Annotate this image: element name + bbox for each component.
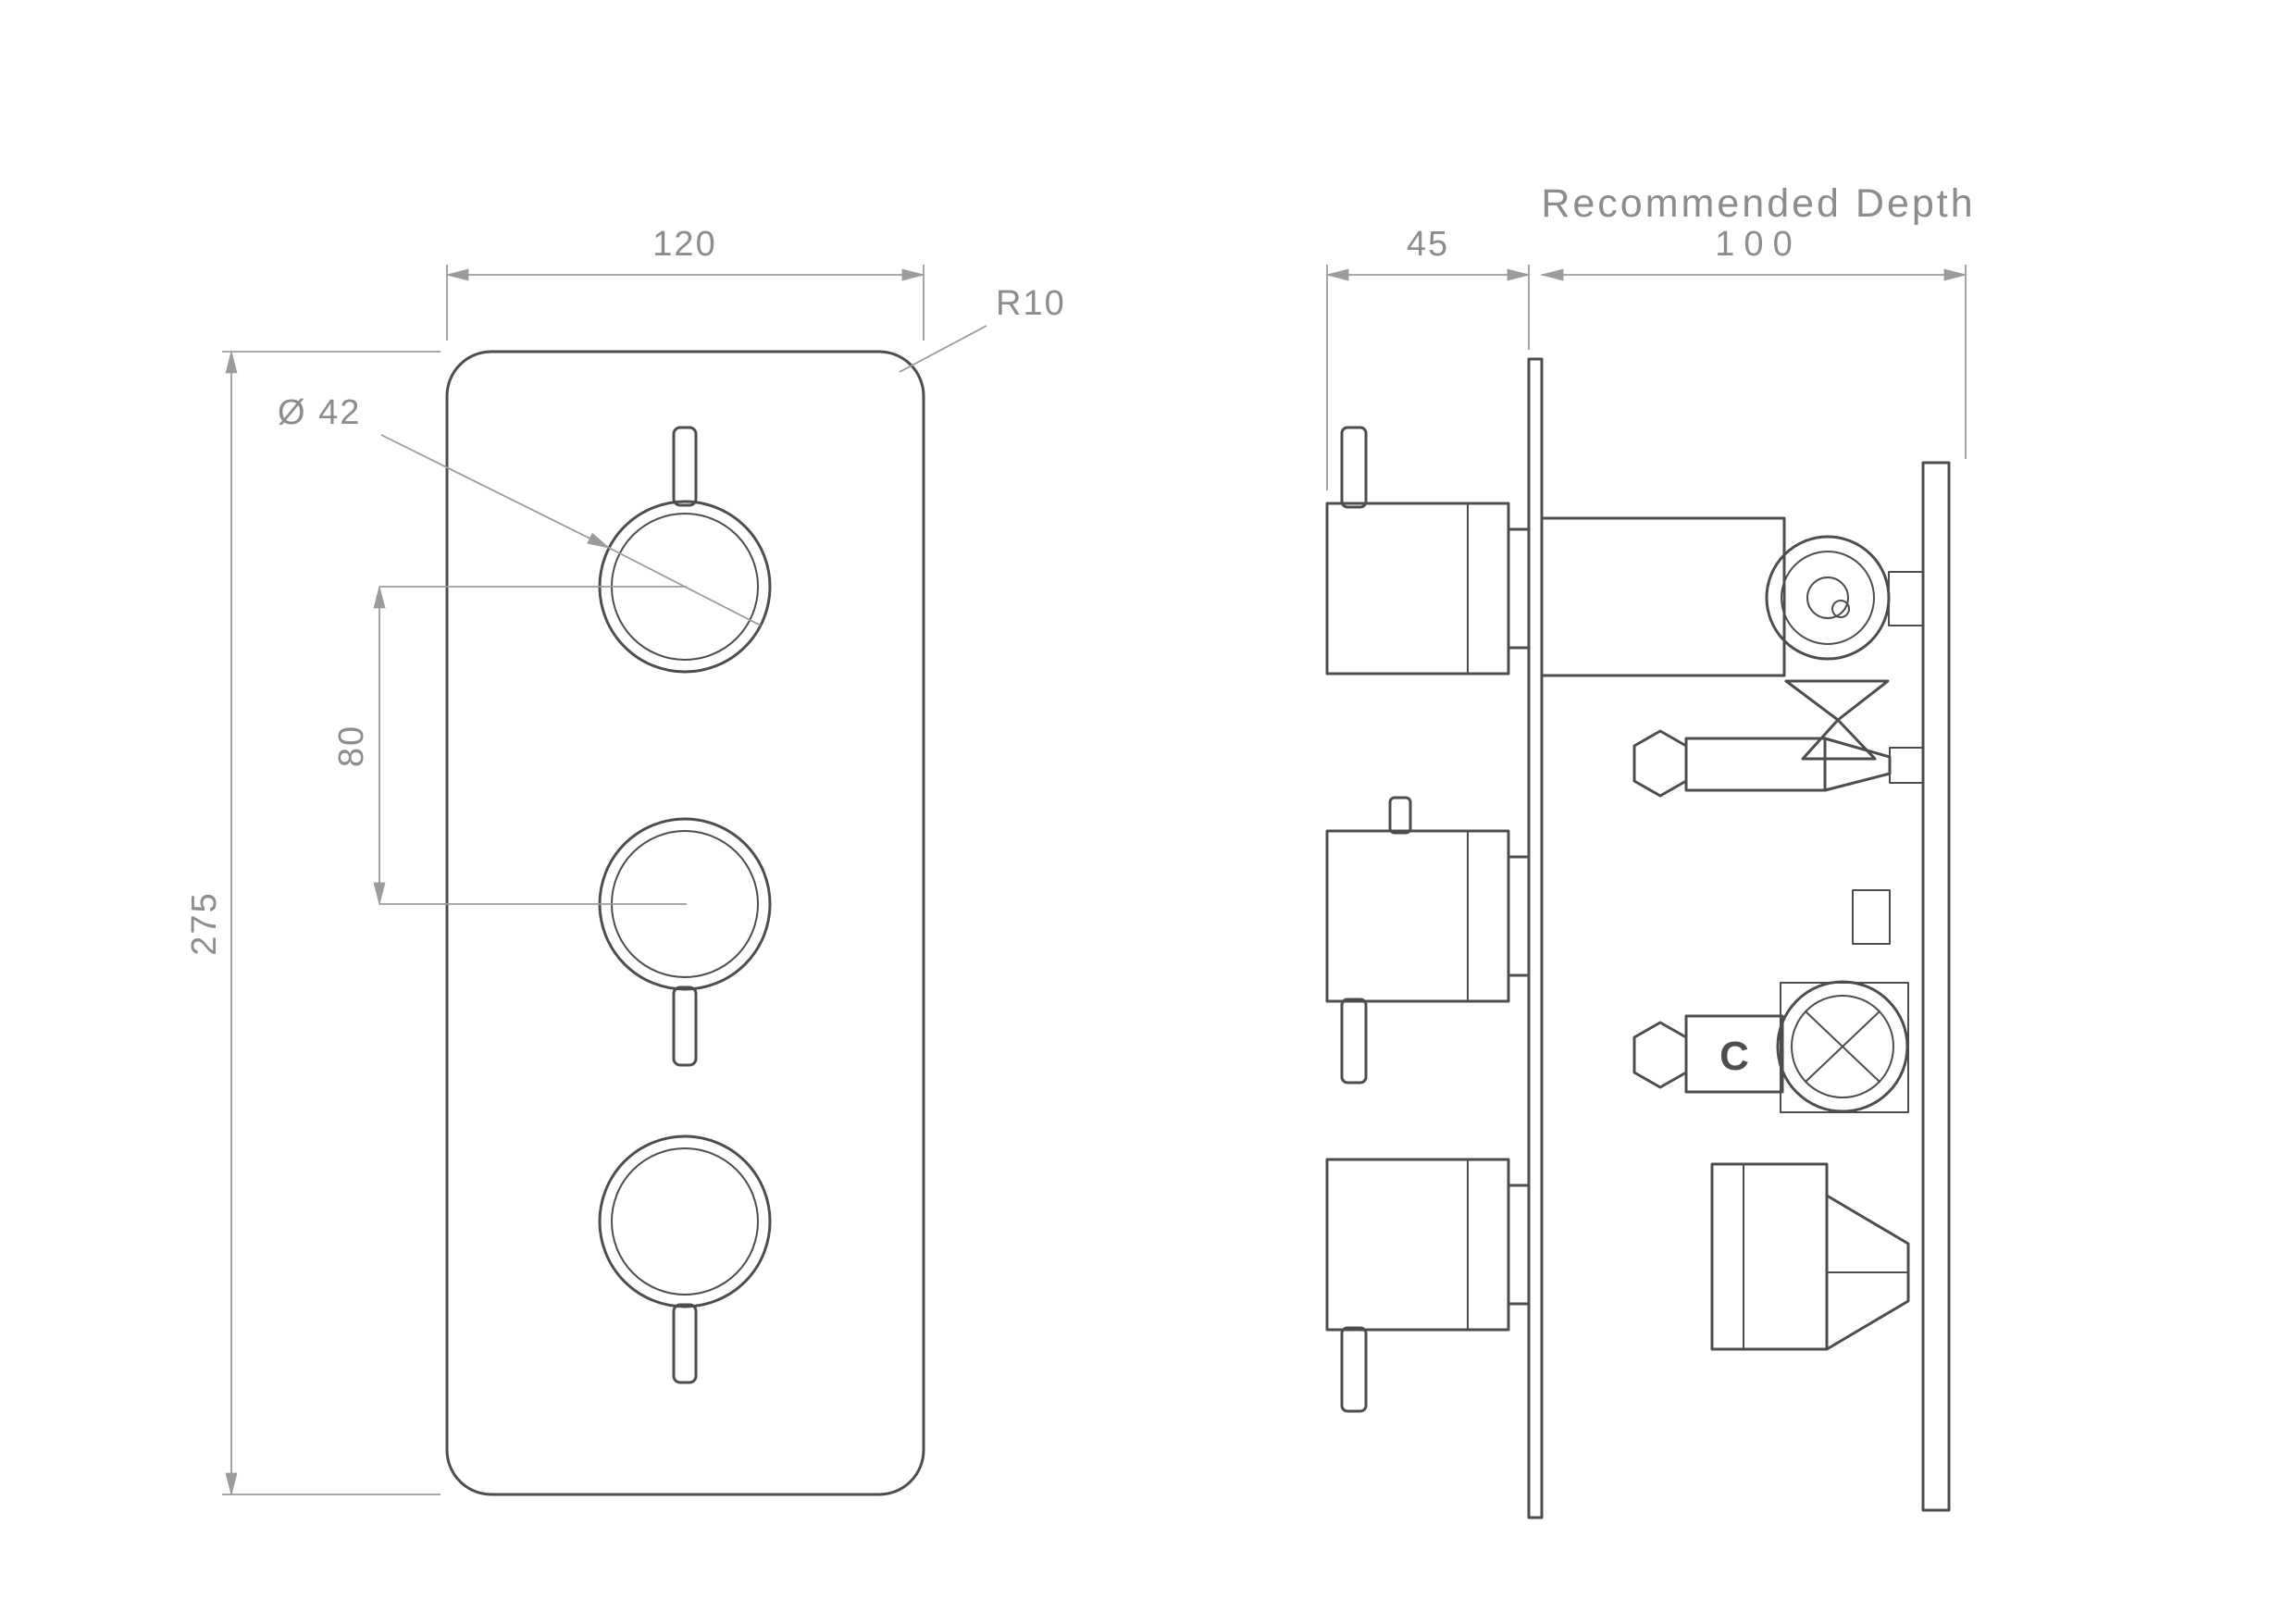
knob-bottom-handle bbox=[672, 1303, 698, 1384]
top-port-mid bbox=[1781, 551, 1875, 645]
dimension-recommended-depth: Recommended Depth 100 bbox=[1540, 181, 1975, 459]
bottom-outlet-funnel bbox=[1825, 1194, 1910, 1351]
cartridge-middle-stub bbox=[1388, 796, 1412, 835]
cartridge-top-pin bbox=[1340, 426, 1368, 509]
top-port-inner bbox=[1806, 576, 1849, 619]
radius-leader-line bbox=[899, 325, 987, 373]
top-port-stub bbox=[1888, 571, 1924, 626]
dimension-width: 120 bbox=[445, 225, 925, 341]
knob-bottom bbox=[598, 1134, 772, 1384]
diameter-leader-line bbox=[380, 434, 611, 549]
mid-body-upper bbox=[1684, 737, 1827, 792]
knob-bottom-inner-ring bbox=[611, 1147, 759, 1295]
diverter-outer-ring bbox=[1776, 980, 1909, 1113]
cartridge-bottom-neck bbox=[1507, 1184, 1531, 1306]
top-funnel-upper bbox=[1784, 679, 1890, 722]
diameter-label: Ø 42 bbox=[278, 393, 361, 432]
cartridge-middle-neck bbox=[1507, 855, 1531, 977]
radius-label: R10 bbox=[996, 284, 1066, 323]
cartridge-middle-body bbox=[1325, 829, 1510, 1003]
side-port-stub bbox=[1852, 889, 1891, 945]
mid-body-lower bbox=[1684, 1014, 1784, 1094]
height-dim-label: 275 bbox=[185, 891, 224, 955]
side-view: C 45 Recommended Depth 100 bbox=[1325, 181, 1975, 1519]
mid-outlet-stub bbox=[1889, 747, 1924, 784]
top-housing bbox=[1540, 516, 1786, 677]
cartridge-top-neck bbox=[1507, 527, 1531, 650]
depth-dim-label: 45 bbox=[1407, 225, 1449, 264]
cartridge-bottom-body bbox=[1325, 1158, 1510, 1332]
mid-outlet-cone bbox=[1823, 737, 1892, 792]
hex-fitting-upper bbox=[1632, 729, 1688, 798]
diverter-inner-ring bbox=[1791, 995, 1894, 1098]
dimension-corner-radius: R10 bbox=[899, 284, 1066, 373]
cartridge-middle-pin bbox=[1340, 998, 1368, 1085]
faceplate-side-profile bbox=[1527, 357, 1544, 1519]
cartridge-top bbox=[1325, 426, 1531, 676]
valve-body: C bbox=[1540, 516, 1924, 1351]
hex-fitting-lower bbox=[1632, 1021, 1688, 1089]
knob-middle-handle bbox=[672, 986, 698, 1067]
knob-middle bbox=[598, 817, 772, 1067]
cold-port-marking: C bbox=[1719, 1034, 1749, 1079]
bottom-outlet-block bbox=[1710, 1162, 1829, 1351]
recommended-depth-title: Recommended Depth bbox=[1541, 181, 1975, 226]
knob-top-handle bbox=[672, 426, 698, 507]
dimension-height: 275 bbox=[185, 350, 441, 1496]
knob-bottom-outer-ring bbox=[598, 1134, 772, 1308]
port-keyhole-detail bbox=[1831, 600, 1850, 618]
cartridge-bottom-pin bbox=[1340, 1326, 1368, 1413]
front-view: 120 R10 Ø 42 80 275 bbox=[185, 225, 1066, 1496]
cartridge-bottom bbox=[1325, 1158, 1531, 1413]
knob-top bbox=[598, 426, 772, 674]
spacing-dim-label: 80 bbox=[332, 725, 371, 767]
diverter-cross-2 bbox=[1805, 1010, 1880, 1083]
dimension-body-depth: 45 bbox=[1325, 225, 1531, 490]
cartridge-top-body bbox=[1325, 502, 1510, 676]
faceplate-outline bbox=[445, 350, 925, 1496]
dimension-knob-spacing: 80 bbox=[332, 585, 687, 906]
recommended-dim-label: 100 bbox=[1715, 225, 1801, 264]
cartridge-middle bbox=[1325, 796, 1531, 1085]
width-dim-label: 120 bbox=[652, 225, 716, 264]
mounting-plate bbox=[1921, 461, 1951, 1512]
